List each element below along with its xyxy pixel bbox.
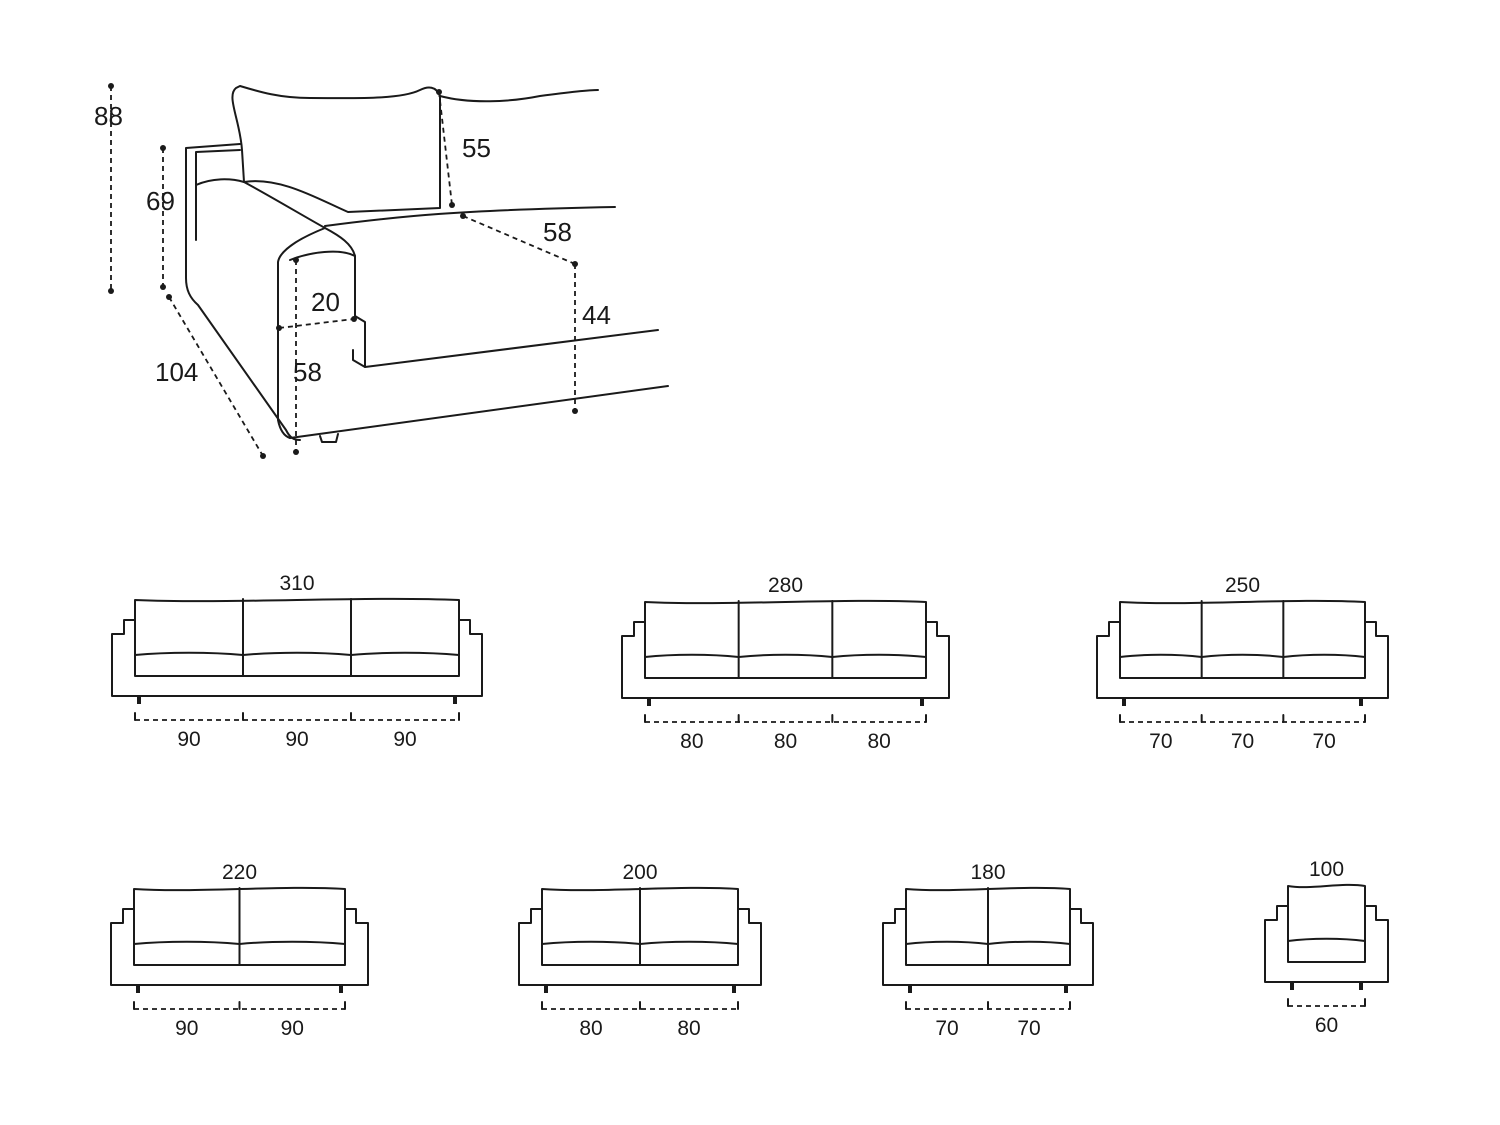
- back-cushions-outline: [905, 886, 1071, 966]
- total-width-label: 200: [622, 861, 657, 884]
- sofa-variant-280: 280 80 80 80: [621, 574, 950, 753]
- dimline-total-depth: [168, 296, 264, 457]
- sofa-variant-180: 180 70 70: [882, 861, 1094, 1040]
- sofa-body-outline: [518, 908, 762, 986]
- label-total-height: 88: [94, 101, 123, 131]
- label-seat-depth: 58: [543, 217, 572, 247]
- back-cushion-outline: [231, 85, 441, 213]
- dimline-arm-width: [278, 318, 355, 329]
- arm-front-panel: [277, 227, 326, 439]
- seat-width-label: 70: [935, 1017, 958, 1040]
- arm-back-outline: [185, 143, 301, 441]
- back-cushions-outline: [133, 886, 346, 966]
- sofa-leg: [647, 698, 651, 706]
- sofa-leg: [137, 696, 141, 704]
- sofa-corner-detail-drawing: 88 69 55 58 44 20 58 104: [94, 83, 669, 459]
- sofa-size-variants: 310 90 90 90 280 80 80 80 250 70 70 70 220 90 90 200 80 8…: [110, 572, 1389, 1040]
- sofa-leg: [339, 985, 343, 993]
- sofa-body-outline: [110, 908, 369, 986]
- seat-width-label: 90: [281, 1017, 304, 1040]
- seat-width-label: 90: [175, 1017, 198, 1040]
- seat-cushion-side: [352, 315, 366, 368]
- back-cushions-outline: [134, 597, 460, 677]
- seat-cushion-line: [133, 940, 346, 945]
- sofa-variant-310: 310 90 90 90: [111, 572, 483, 751]
- label-arm-front-height: 58: [293, 357, 322, 387]
- seat-width-label: 70: [1231, 730, 1254, 753]
- seat-width-label: 80: [677, 1017, 700, 1040]
- back-cushions-outline: [1287, 883, 1366, 963]
- back-cushions-outline: [541, 886, 739, 966]
- sofa-leg: [136, 985, 140, 993]
- sofa-variant-200: 200 80 80: [518, 861, 762, 1040]
- total-width-label: 280: [768, 574, 803, 597]
- total-width-label: 180: [970, 861, 1005, 884]
- total-width-label: 100: [1309, 858, 1344, 881]
- seat-width-label: 90: [285, 728, 308, 751]
- seat-cushion-top-line: [324, 206, 616, 227]
- seat-width-label: 80: [867, 730, 890, 753]
- sofa-leg: [1359, 982, 1363, 990]
- sofa-leg: [544, 985, 548, 993]
- seat-width-label: 70: [1149, 730, 1172, 753]
- total-width-label: 310: [279, 572, 314, 595]
- seat-width-label: 80: [680, 730, 703, 753]
- sofa-base-line: [289, 385, 669, 439]
- sofa-variant-220: 220 90 90: [110, 861, 369, 1040]
- label-back-cushion-height: 55: [462, 133, 491, 163]
- sofa-leg: [732, 985, 736, 993]
- sofa-body-outline: [111, 619, 483, 697]
- label-arm-width: 20: [311, 287, 340, 317]
- sofa-leg: [1290, 982, 1294, 990]
- sofa-body-outline: [621, 621, 950, 699]
- label-seat-height: 44: [582, 300, 611, 330]
- sofa-leg: [908, 985, 912, 993]
- seat-cushion-line: [134, 651, 460, 656]
- label-total-depth: 104: [155, 357, 198, 387]
- sofa-variant-250: 250 70 70 70: [1096, 574, 1389, 753]
- seat-width-label: 60: [1315, 1014, 1338, 1037]
- seat-cushion-line: [644, 653, 927, 658]
- seat-width-label: 90: [177, 728, 200, 751]
- sofa-leg: [920, 698, 924, 706]
- dimline-seat-depth: [462, 215, 576, 265]
- back-cushions-outline: [1119, 599, 1366, 679]
- sofa-leg: [1122, 698, 1126, 706]
- seat-width-label: 90: [393, 728, 416, 751]
- back-cushion-top-line: [439, 89, 599, 103]
- seat-cushion-line: [541, 940, 739, 945]
- total-width-label: 220: [222, 861, 257, 884]
- dimline-back-cushion: [438, 91, 453, 206]
- total-width-label: 250: [1225, 574, 1260, 597]
- seat-cushion-line: [905, 940, 1071, 945]
- arm-front-inner: [289, 250, 356, 261]
- seat-cushion-line: [1287, 937, 1366, 942]
- seat-width-label: 80: [579, 1017, 602, 1040]
- sofa-foot: [319, 433, 339, 443]
- sofa-variant-100: 100 60: [1264, 858, 1389, 1037]
- label-arm-height: 69: [146, 186, 175, 216]
- seat-width-label: 70: [1017, 1017, 1040, 1040]
- sofa-body-outline: [1264, 905, 1389, 983]
- sofa-body-outline: [1096, 621, 1389, 699]
- seat-width-label: 80: [774, 730, 797, 753]
- seat-width-label: 70: [1312, 730, 1335, 753]
- sofa-body-outline: [882, 908, 1094, 986]
- arm-inner-curve: [195, 149, 245, 241]
- seat-cushion-line: [1119, 653, 1366, 658]
- back-cushions-outline: [644, 599, 927, 679]
- seat-cushion-front-line: [364, 329, 659, 368]
- sofa-leg: [1064, 985, 1068, 993]
- sofa-leg: [453, 696, 457, 704]
- sofa-leg: [1359, 698, 1363, 706]
